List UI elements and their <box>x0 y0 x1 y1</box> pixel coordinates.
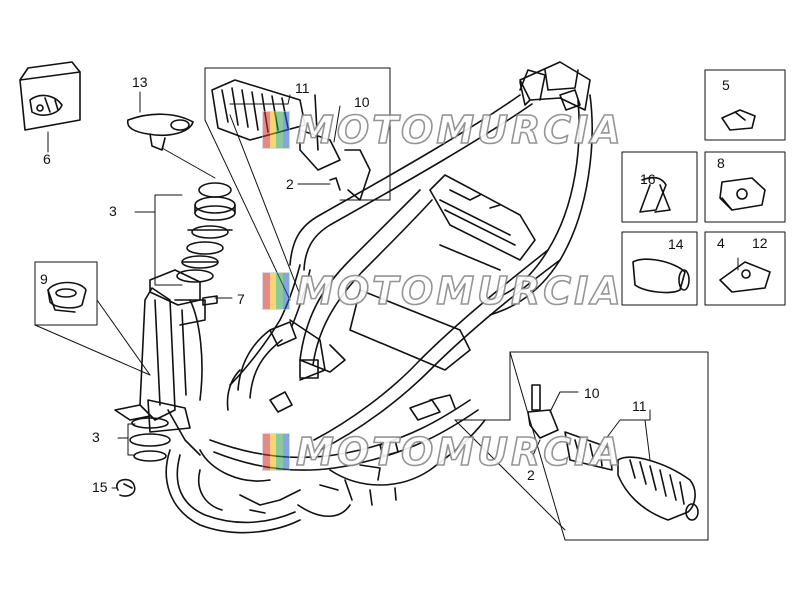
callout-3-bottom: 3 <box>92 429 100 445</box>
callout-10-bottom: 10 <box>584 385 600 401</box>
callout-14: 14 <box>668 236 684 252</box>
upper-bearing-set <box>176 182 236 283</box>
callout-11-top: 11 <box>295 80 310 96</box>
callout-7: 7 <box>237 291 245 307</box>
clip-part-15 <box>116 478 136 497</box>
callout-9: 9 <box>40 271 48 287</box>
callout-2-top: 2 <box>286 176 294 192</box>
part-14-box <box>621 231 698 306</box>
parts-bag-6 <box>19 61 81 131</box>
main-frame <box>165 61 593 534</box>
part-16-box <box>621 151 698 223</box>
part-4-12-box <box>704 231 786 306</box>
lower-bearing-set <box>129 417 171 462</box>
callout-6: 6 <box>43 151 51 167</box>
top-footrest-box <box>204 67 391 301</box>
leader-lines <box>47 91 739 489</box>
bolt-part-7 <box>202 295 218 306</box>
callout-12: 12 <box>752 235 768 251</box>
callout-4: 4 <box>717 235 725 251</box>
callout-5: 5 <box>722 77 730 93</box>
callout-15: 15 <box>92 479 108 495</box>
bottom-footrest-box <box>454 351 709 541</box>
callout-11-bottom: 11 <box>632 398 647 414</box>
callout-3-top: 3 <box>109 203 117 219</box>
callout-10-top: 10 <box>354 94 370 110</box>
part-5-box <box>704 69 786 141</box>
part-8-box <box>704 151 786 223</box>
callout-13: 13 <box>132 74 148 90</box>
callout-8: 8 <box>717 155 725 171</box>
steering-head <box>114 269 206 456</box>
part-13 <box>126 113 194 151</box>
callout-16: 16 <box>640 171 656 187</box>
callout-2-bottom: 2 <box>527 467 535 483</box>
part-9-box <box>34 261 151 376</box>
